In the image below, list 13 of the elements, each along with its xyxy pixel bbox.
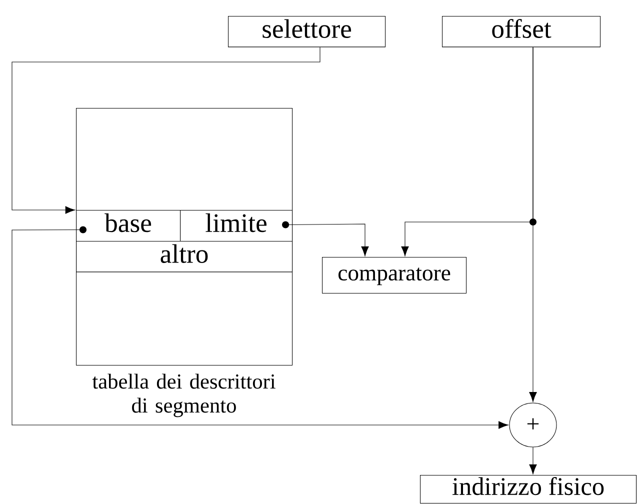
- node-label: tabella dei descrittori di segmento: [92, 374, 276, 418]
- table-cell: limite: [180, 210, 293, 242]
- table-cell: altro: [76, 241, 293, 272]
- table-cell: base: [76, 210, 181, 242]
- label-box: selettore: [228, 16, 386, 48]
- arrow: [282, 221, 369, 256]
- arrow: [12, 226, 508, 429]
- result-box: indirizzo fisico: [420, 475, 637, 504]
- arrow: [12, 46, 320, 214]
- arrow: [529, 447, 537, 474]
- arrow: [529, 46, 537, 402]
- label-box: offset: [442, 16, 601, 48]
- comparator-box: comparatore: [322, 257, 467, 294]
